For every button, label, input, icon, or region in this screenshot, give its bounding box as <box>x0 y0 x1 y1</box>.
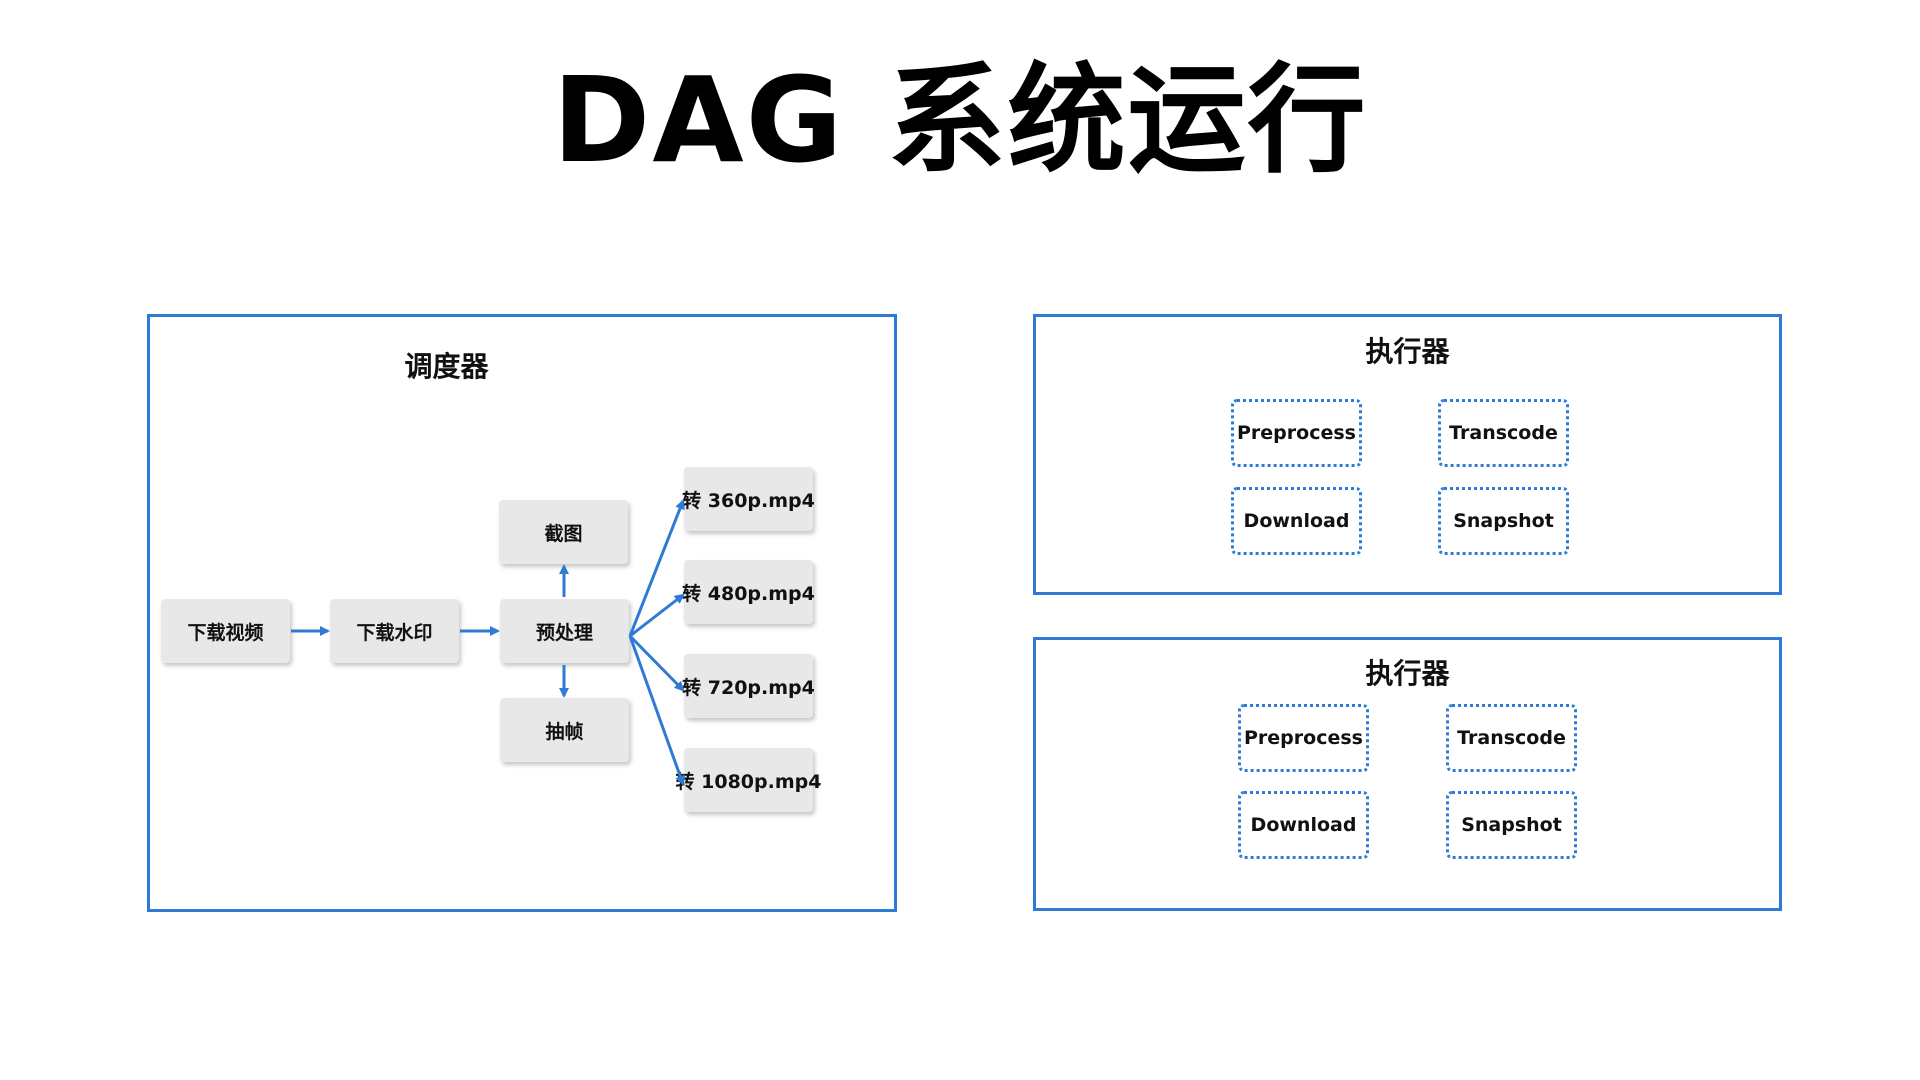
scheduler-title: 调度器 <box>404 350 489 383</box>
node-preprocess: 预处理 <box>500 599 629 663</box>
node-screenshot: 截图 <box>499 500 628 564</box>
edge-preprocess-to-1080p <box>628 635 686 786</box>
executor-title-1: 执行器 <box>1365 335 1450 368</box>
edge-preprocess-to-480p <box>629 593 685 638</box>
node-transcode-1080p: 转 1080p.mp4 <box>676 748 821 812</box>
worker-download: Download <box>1231 487 1362 555</box>
worker-transcode: Transcode <box>1446 704 1577 772</box>
worker-preprocess: Preprocess <box>1238 704 1369 772</box>
worker-download: Download <box>1238 791 1369 859</box>
executor-panel-1 <box>1033 314 1782 595</box>
node-download-video: 下载视频 <box>161 599 290 663</box>
node-frame-extract: 抽帧 <box>500 698 629 762</box>
worker-preprocess: Preprocess <box>1231 399 1362 467</box>
page-title: DAG 系统运行 <box>552 51 1368 189</box>
edge-preprocess-to-360p <box>628 499 685 637</box>
node-download-watermark: 下载水印 <box>330 599 459 663</box>
worker-transcode: Transcode <box>1438 399 1569 467</box>
edge-preprocess-to-720p <box>628 634 685 692</box>
worker-snapshot: Snapshot <box>1438 487 1569 555</box>
node-transcode-480p: 转 480p.mp4 <box>682 560 815 624</box>
executor-title-2: 执行器 <box>1365 657 1450 690</box>
node-transcode-360p: 转 360p.mp4 <box>682 467 815 531</box>
executor-panel-2 <box>1033 637 1782 911</box>
node-transcode-720p: 转 720p.mp4 <box>682 654 815 718</box>
worker-snapshot: Snapshot <box>1446 791 1577 859</box>
